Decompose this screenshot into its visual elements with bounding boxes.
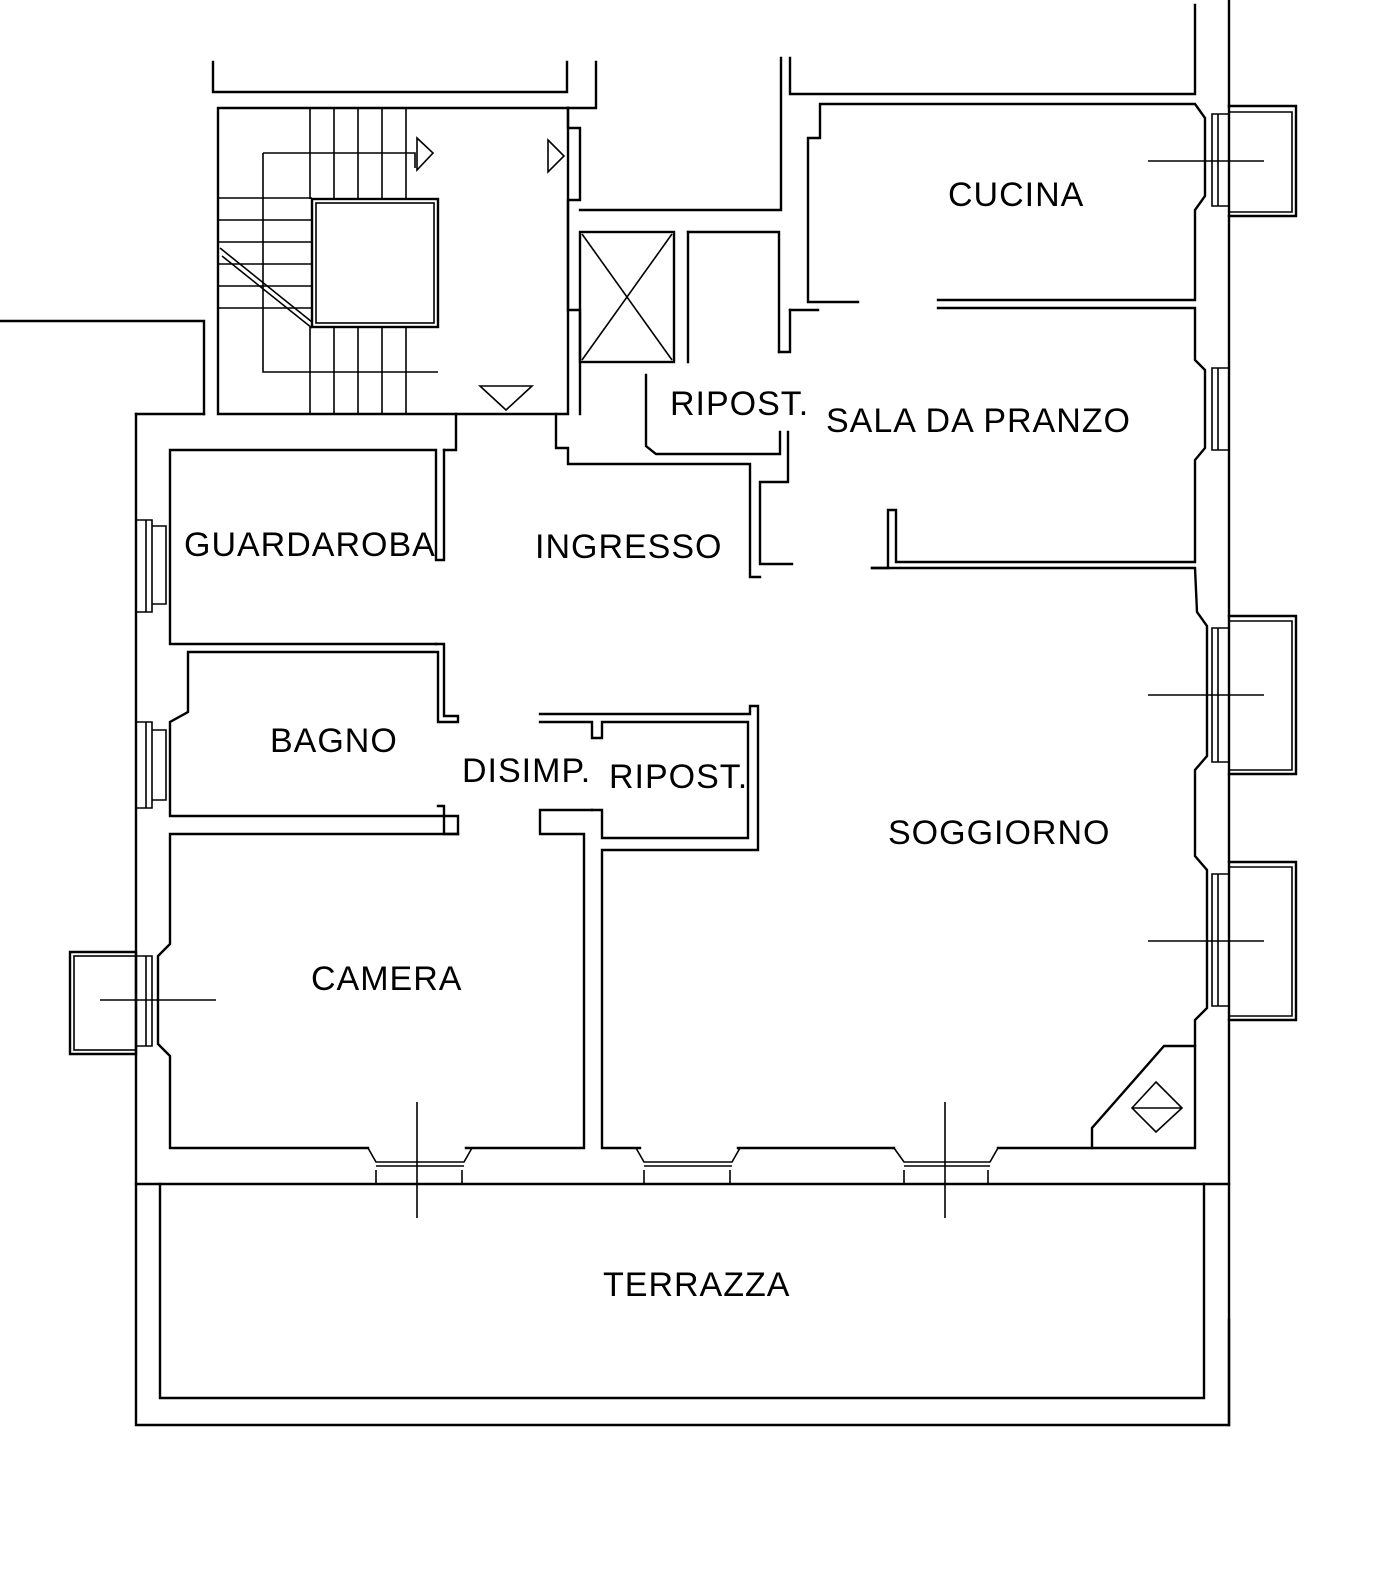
kitchen-walls <box>777 102 1207 354</box>
room-label-guardaroba: GUARDAROBA <box>184 526 436 564</box>
terrace <box>134 1182 1231 1400</box>
room-label-terrazza: TERRAZZA <box>603 1266 790 1304</box>
arrow-right-icon <box>416 136 435 173</box>
corridor-walls <box>442 106 781 579</box>
ripostiglio-1-walls <box>644 373 794 566</box>
room-label-soggiorno: SOGGIORNO <box>888 814 1110 852</box>
room-label-cucina: CUCINA <box>948 176 1084 214</box>
fireplace-icon <box>1130 1080 1184 1134</box>
room-label-sala-da-pranzo: SALA DA PRANZO <box>826 402 1131 440</box>
room-labels: CUCINA RIPOST. SALA DA PRANZO GUARDAROBA… <box>184 176 1131 1304</box>
arrow-down-icon <box>477 385 535 412</box>
right-windows <box>1148 104 1298 1022</box>
dining-room-walls <box>870 306 1209 1150</box>
room-label-ripostiglio-1: RIPOST. <box>670 385 809 423</box>
left-windows <box>68 519 216 1056</box>
staircase <box>216 106 570 416</box>
arrow-right-icon <box>547 138 566 174</box>
room-label-ingresso: INGRESSO <box>535 528 722 566</box>
bottom-windows <box>367 1102 999 1218</box>
room-label-disimpegno: DISIMP. <box>462 752 591 790</box>
outer-walls <box>134 104 1231 1427</box>
room-label-bagno: BAGNO <box>270 722 398 760</box>
elevator-shaft <box>578 230 676 364</box>
room-label-camera: CAMERA <box>311 960 462 998</box>
soggiorno-walls <box>736 1044 1197 1150</box>
room-label-ripostiglio-2: RIPOST. <box>609 758 748 796</box>
guardaroba-walls <box>168 448 446 646</box>
neighbor-walls <box>0 0 1231 416</box>
ripostiglio-2-walls <box>464 704 760 1150</box>
